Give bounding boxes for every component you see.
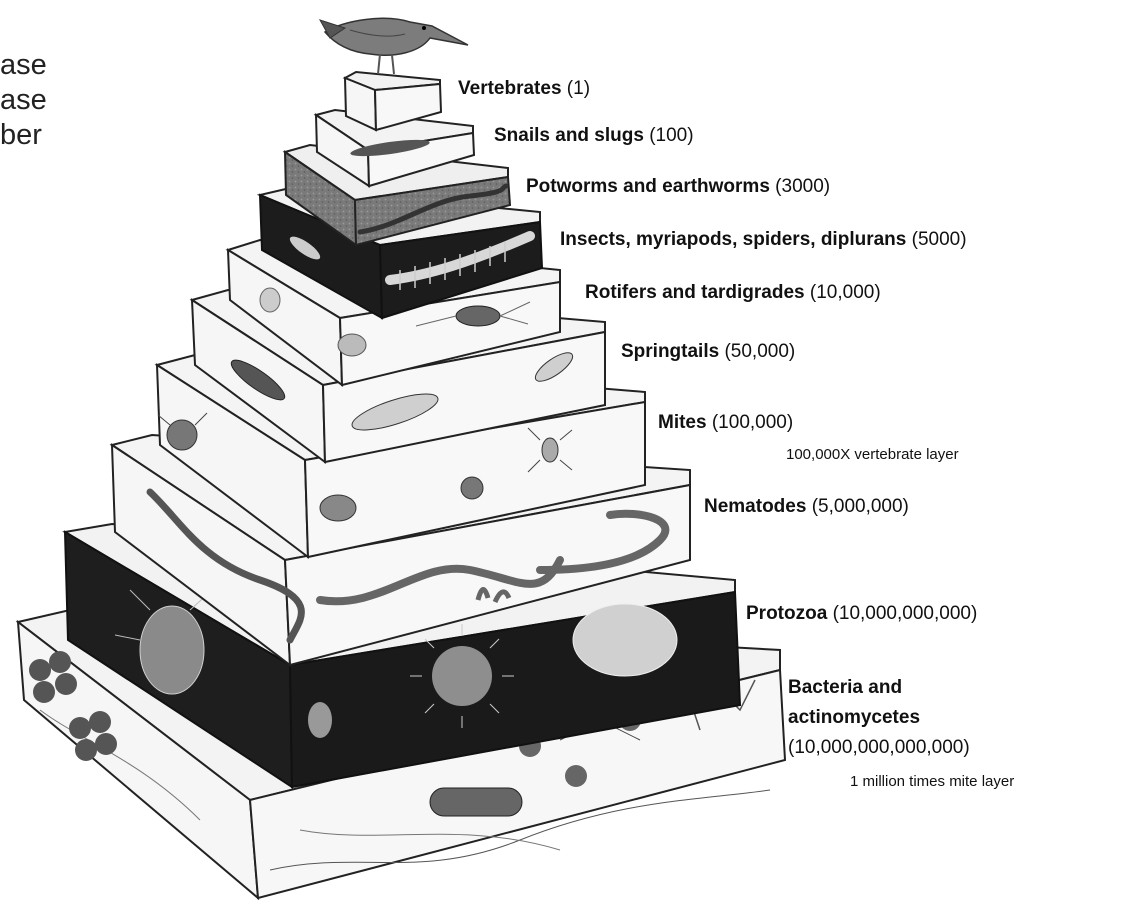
label-protozoa-count: (10,000,000,000) — [833, 603, 978, 624]
label-mites-name: Mites — [658, 412, 707, 433]
label-protozoa: Protozoa (10,000,000,000) — [746, 603, 977, 625]
bird-icon — [320, 18, 468, 74]
label-vertebrates-name: Vertebrates — [458, 78, 562, 99]
label-bacteria: Bacteria and actinomycetes (10,000,000,0… — [788, 673, 970, 763]
label-springtails-name: Springtails — [621, 341, 719, 362]
label-mites: Mites (100,000) — [658, 412, 793, 434]
label-vertebrates-count: (1) — [567, 78, 590, 99]
label-potworms-name: Potworms and earthworms — [526, 176, 770, 197]
label-snails: Snails and slugs (100) — [494, 125, 694, 147]
note-bacteria: 1 million times mite layer — [850, 773, 1014, 790]
label-mites-count: (100,000) — [712, 412, 793, 433]
label-insects-name: Insects, myriapods, spiders, diplurans — [560, 229, 906, 250]
note-mites: 100,000X vertebrate layer — [786, 446, 959, 463]
label-protozoa-name: Protozoa — [746, 603, 827, 624]
label-nematodes-count: (5,000,000) — [812, 496, 909, 517]
label-rotifers-count: (10,000) — [810, 282, 881, 303]
label-bacteria-name-line2: actinomycetes — [788, 703, 970, 733]
label-snails-name: Snails and slugs — [494, 125, 644, 146]
label-bacteria-count: (10,000,000,000,000) — [788, 733, 970, 763]
label-potworms: Potworms and earthworms (3000) — [526, 176, 830, 198]
label-nematodes: Nematodes (5,000,000) — [704, 496, 909, 518]
label-potworms-count: (3000) — [775, 176, 830, 197]
label-vertebrates: Vertebrates (1) — [458, 78, 590, 100]
label-snails-count: (100) — [649, 125, 693, 146]
label-rotifers: Rotifers and tardigrades (10,000) — [585, 282, 881, 304]
label-insects-count: (5000) — [912, 229, 967, 250]
label-insects: Insects, myriapods, spiders, diplurans (… — [560, 229, 967, 251]
label-springtails-count: (50,000) — [724, 341, 795, 362]
label-nematodes-name: Nematodes — [704, 496, 806, 517]
label-rotifers-name: Rotifers and tardigrades — [585, 282, 805, 303]
label-bacteria-name-line1: Bacteria and — [788, 673, 970, 703]
label-springtails: Springtails (50,000) — [621, 341, 795, 363]
